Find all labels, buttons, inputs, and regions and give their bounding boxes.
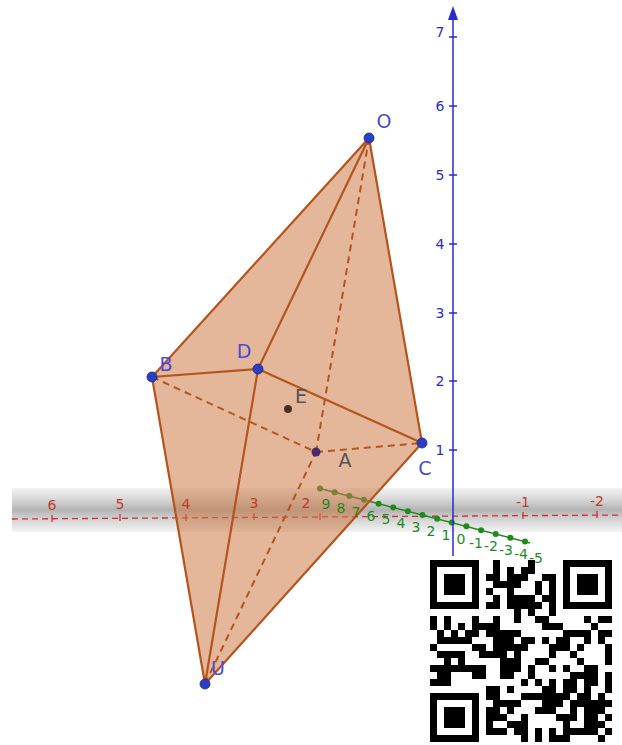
z-tick-label: 3: [436, 306, 445, 320]
x-tick-label: 4: [182, 497, 191, 511]
x-tick-label: 5: [116, 497, 125, 511]
y-tick-label: 8: [337, 501, 346, 515]
point-label: D: [237, 342, 252, 361]
y-tick-label: 3: [412, 520, 421, 534]
x-tick-label: 2: [302, 496, 311, 510]
y-tick-label: 2: [427, 524, 436, 538]
x-tick-label: -1: [516, 495, 530, 509]
tick-dot: [434, 516, 440, 522]
y-tick-label: 9: [322, 497, 331, 511]
tick-dot: [507, 535, 513, 541]
x-tick-label: -2: [590, 494, 604, 508]
tick-dot: [405, 508, 411, 514]
y-tick-label: -4: [514, 547, 528, 561]
tick-dot: [420, 512, 426, 518]
point-label: B: [159, 355, 172, 374]
x-tick-label: 6: [48, 498, 57, 512]
point-label: E: [295, 387, 307, 406]
z-tick-label: 6: [436, 99, 445, 113]
y-tick-label: -2: [484, 539, 498, 553]
point-label: A: [339, 451, 352, 470]
y-tick-label: -1: [469, 536, 483, 550]
tick-dot: [463, 523, 469, 529]
tick-dot: [478, 527, 484, 533]
z-axis-ticks: [449, 37, 457, 450]
z-tick-label: 4: [436, 237, 445, 251]
y-tick-label: 7: [352, 505, 361, 519]
y-tick-label: 1: [442, 528, 451, 542]
y-tick-label: 6: [367, 509, 376, 523]
tick-dot: [522, 539, 528, 545]
bipyramid-faces: [152, 138, 422, 684]
points: [147, 133, 427, 689]
y-tick-label: -5: [529, 551, 543, 565]
point-label: C: [418, 459, 431, 478]
point-label: O: [377, 112, 392, 131]
qr-ground: [426, 556, 616, 745]
z-tick-label: 2: [436, 374, 445, 388]
y-tick-label: 4: [397, 516, 406, 530]
y-tick-label: 0: [457, 532, 466, 546]
z-axis-arrow: [448, 6, 458, 20]
tick-dot: [449, 520, 455, 526]
point-label: U: [211, 659, 225, 678]
x-tick-label: 3: [250, 496, 259, 510]
z-tick-label: 5: [436, 168, 445, 182]
z-tick-label: 1: [436, 443, 445, 457]
z-tick-label: 7: [436, 25, 445, 39]
tick-dot: [376, 501, 382, 507]
y-tick-label: -3: [499, 543, 513, 557]
y-tick-label: 5: [382, 512, 391, 526]
visible-edges: [152, 138, 422, 684]
hidden-edges: [152, 138, 422, 684]
tick-dot: [493, 531, 499, 537]
tick-dot: [390, 504, 396, 510]
qr-code: [426, 556, 616, 745]
